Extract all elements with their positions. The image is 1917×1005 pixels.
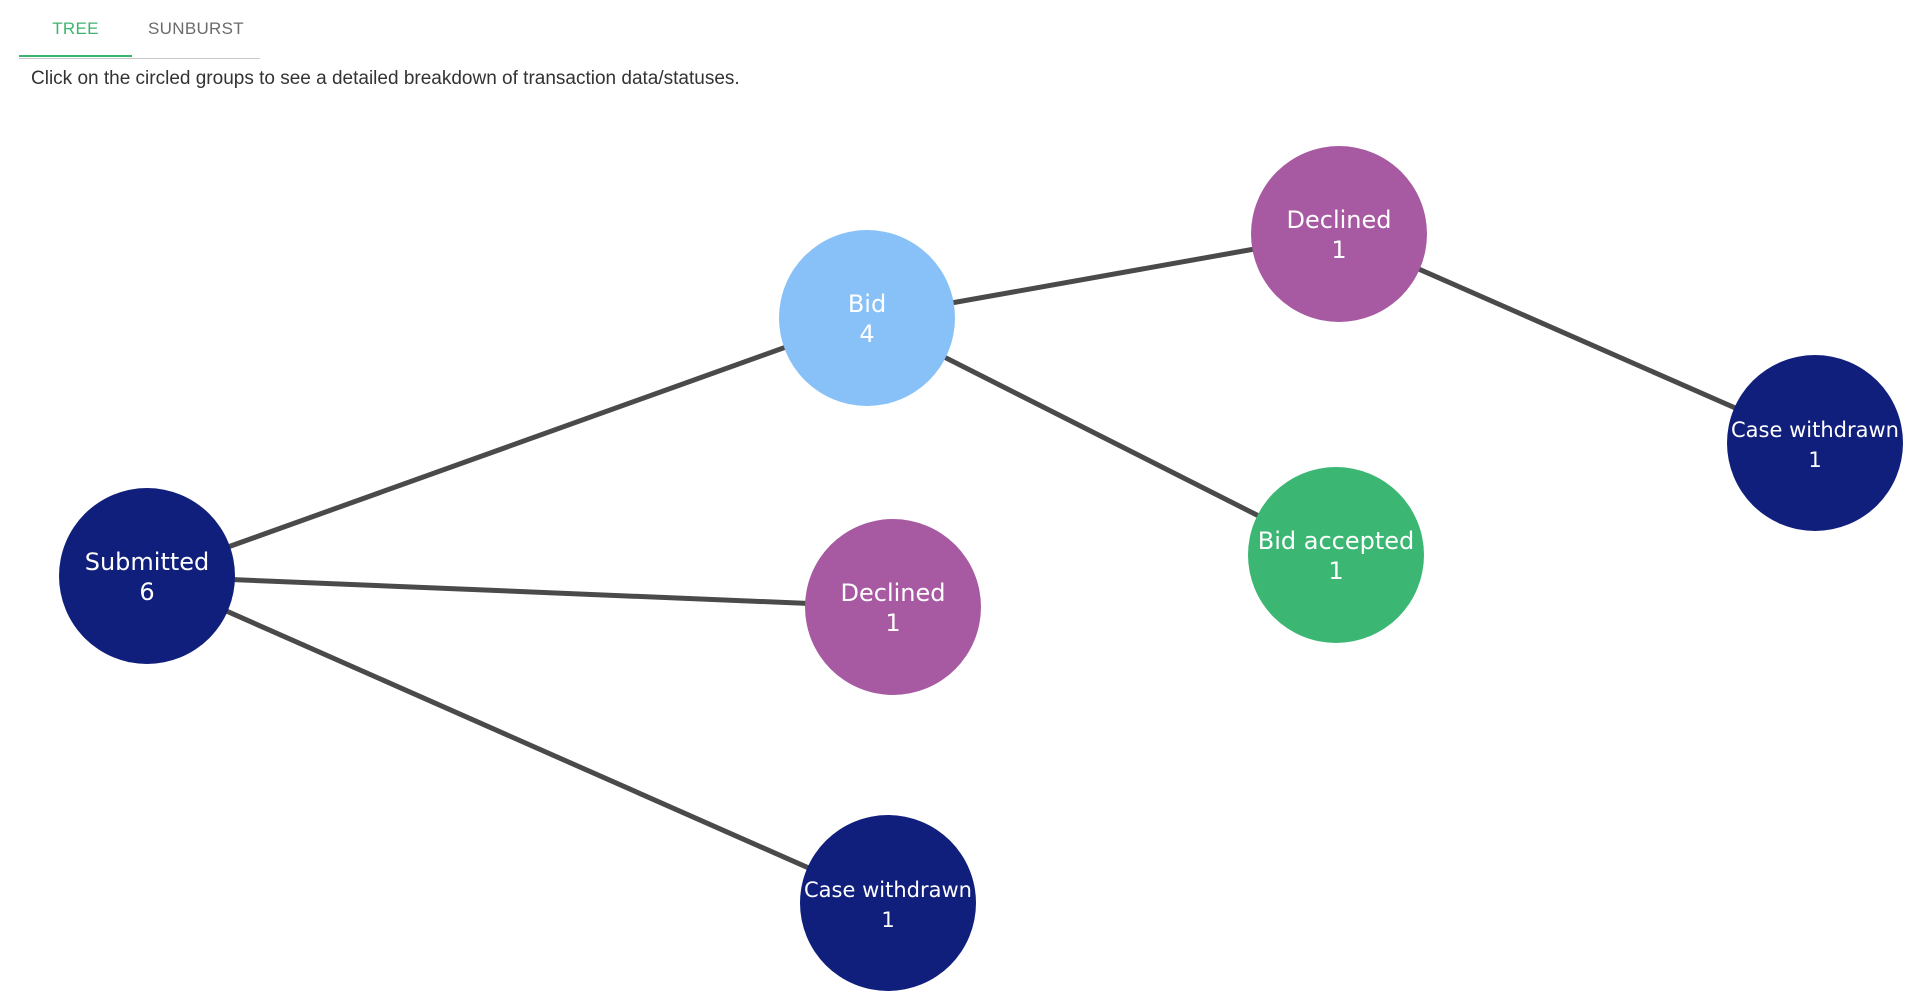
node-circle-withdrawn-2[interactable] — [1727, 355, 1903, 531]
instruction-text: Click on the circled groups to see a det… — [31, 68, 740, 89]
node-circle-accepted[interactable] — [1248, 467, 1424, 643]
edge-submitted-to-bid — [146, 315, 868, 579]
tab-tree[interactable]: TREE — [19, 0, 132, 57]
edge-submitted-to-declined-1 — [146, 573, 894, 610]
edge-submitted-to-withdrawn-1 — [145, 573, 890, 906]
tab-sunburst[interactable]: SUNBURST — [148, 19, 244, 38]
node-circle-declined-1[interactable] — [805, 519, 981, 695]
node-circle-bid[interactable] — [779, 230, 955, 406]
view-tabs: TREE SUNBURST — [19, 0, 260, 59]
node-circle-declined-2[interactable] — [1251, 146, 1427, 322]
node-circle-withdrawn-1[interactable] — [800, 815, 976, 991]
tree-edges — [145, 231, 1817, 906]
node-circle-submitted[interactable] — [59, 488, 235, 664]
